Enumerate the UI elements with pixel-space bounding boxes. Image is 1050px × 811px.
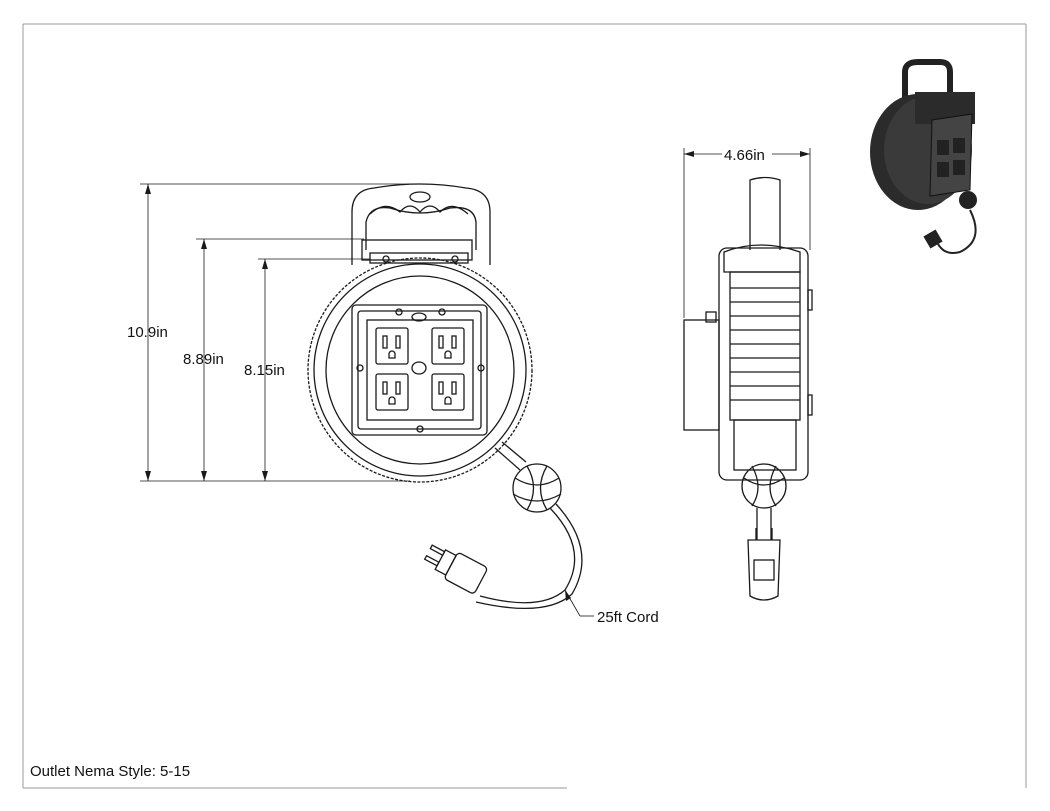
- side-plug: [747, 539, 781, 601]
- front-view: [307, 183, 583, 609]
- outlet-panel: [351, 304, 488, 436]
- side-cord-ball: [741, 463, 787, 509]
- side-dimension-lines: [683, 148, 811, 318]
- outlet-top-right: [431, 327, 465, 365]
- dim-height-mid: 8.89in: [183, 351, 224, 368]
- outlet-bottom-left: [375, 373, 409, 411]
- dim-height-overall: 10.9in: [127, 324, 168, 341]
- cord: [479, 507, 576, 604]
- side-fins: [730, 287, 800, 401]
- drawing-frame: [22, 23, 1027, 789]
- front-reel-outer: [307, 257, 533, 483]
- outlet-bottom-right: [431, 373, 465, 411]
- cord-ball: [512, 463, 562, 513]
- outlet-top-left: [375, 327, 409, 365]
- iso-render: [870, 59, 977, 254]
- plug: [423, 544, 488, 594]
- side-view: [683, 176, 813, 601]
- front-handle: [351, 183, 491, 265]
- side-handle: [749, 176, 781, 250]
- outlet-note: Outlet Nema Style: 5-15: [30, 763, 191, 780]
- front-dimension-lines: [140, 183, 594, 617]
- cord-callout: 25ft Cord: [597, 609, 659, 626]
- side-body: [718, 247, 809, 481]
- dim-width-side: 4.66in: [724, 147, 765, 164]
- dim-height-inner: 8.15in: [244, 362, 285, 379]
